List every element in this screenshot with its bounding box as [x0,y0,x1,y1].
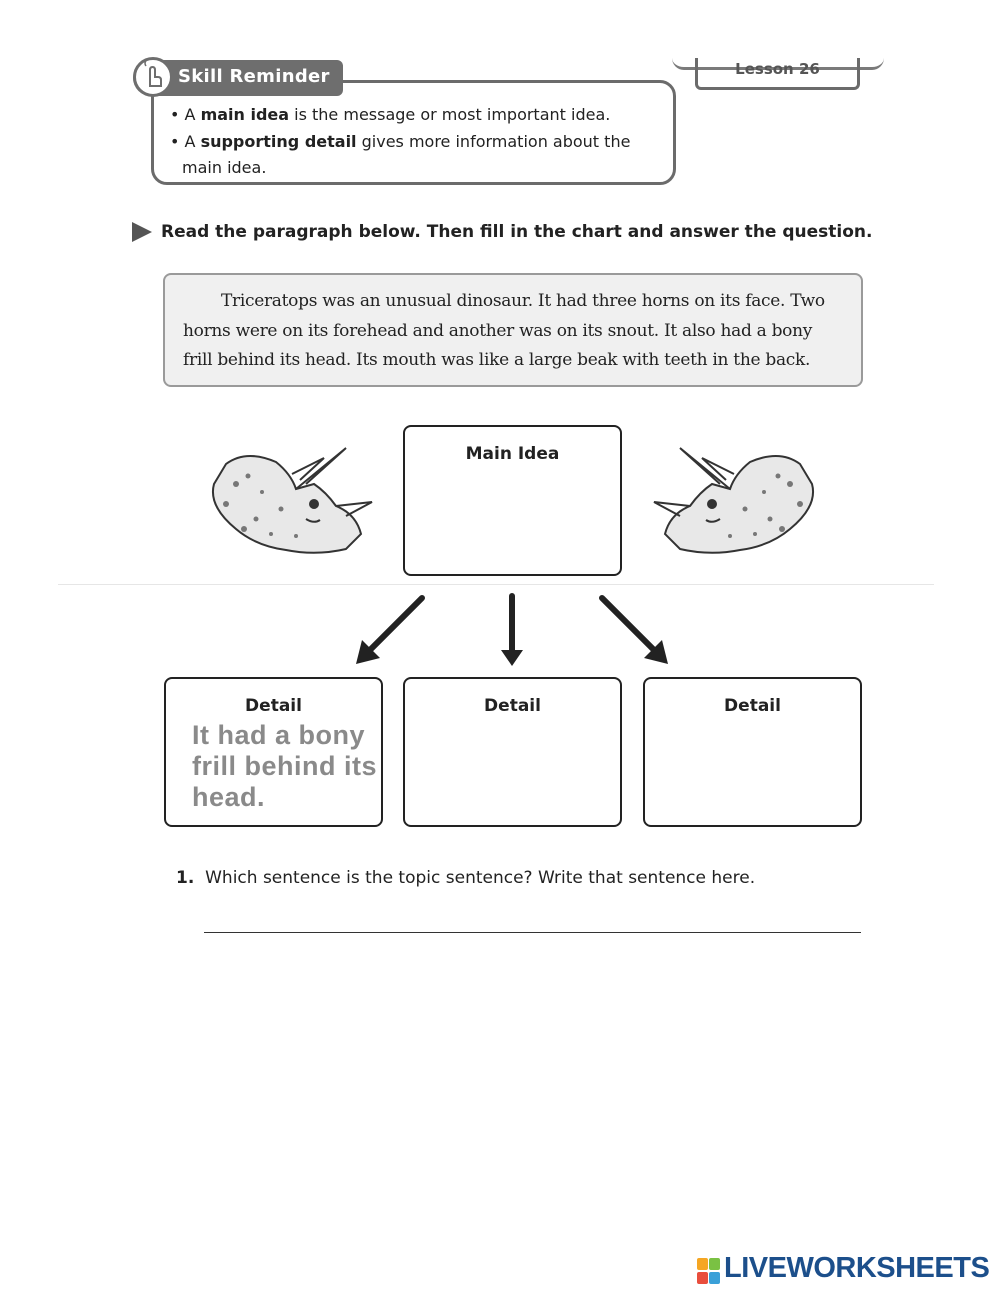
detail-box-1[interactable]: Detail [164,677,383,827]
reminder-bullet-main-idea: • A main idea is the message or most imp… [170,105,611,124]
lesson-tab: Lesson 26 [695,58,860,90]
detail-3-label: Detail [724,696,781,716]
detail-2-label: Detail [484,696,541,716]
arrow-right [599,595,659,655]
skill-reminder-box [151,80,676,185]
detail-1-label: Detail [245,696,302,716]
paragraph-text: Triceratops was an unusual dinosaur. It … [183,291,825,370]
chart-arrows [356,593,668,666]
reminder-bullet-continuation: main idea. [182,158,267,177]
detail-box-3[interactable]: Detail [643,677,862,827]
lesson-tab-frame [672,58,884,70]
question-1: 1. Which sentence is the topic sentence?… [176,868,756,888]
skill-reminder-title: Skill Reminder [178,66,330,87]
main-idea-box[interactable]: Main Idea [403,425,622,576]
arrow-left [365,595,425,655]
brand-name: LIVEWORKSHEETS [724,1252,990,1284]
triceratops-right-icon [653,447,814,554]
arrow-right-head [644,640,668,664]
triceratops-left-icon [212,447,373,554]
main-idea-label: Main Idea [465,444,560,464]
pointing-hand-icon [133,57,173,97]
reminder-bullet-supporting-detail: • A supporting detail gives more informa… [170,132,631,151]
section-divider [58,584,934,585]
liveworksheets-logo-icon [697,1258,720,1284]
instruction-arrow-icon [132,222,152,242]
detail-box-2[interactable]: Detail [403,677,622,827]
lesson-label: Lesson 26 [735,60,820,78]
instruction-text: Read the paragraph below. Then fill in t… [161,222,873,242]
arrow-center-head [501,650,523,666]
paragraph-box [163,273,863,387]
arrow-left-head [356,640,380,664]
detail-1-answer[interactable]: It had a bony frill behind its head. [192,720,378,812]
answer-line-input[interactable] [204,932,861,933]
